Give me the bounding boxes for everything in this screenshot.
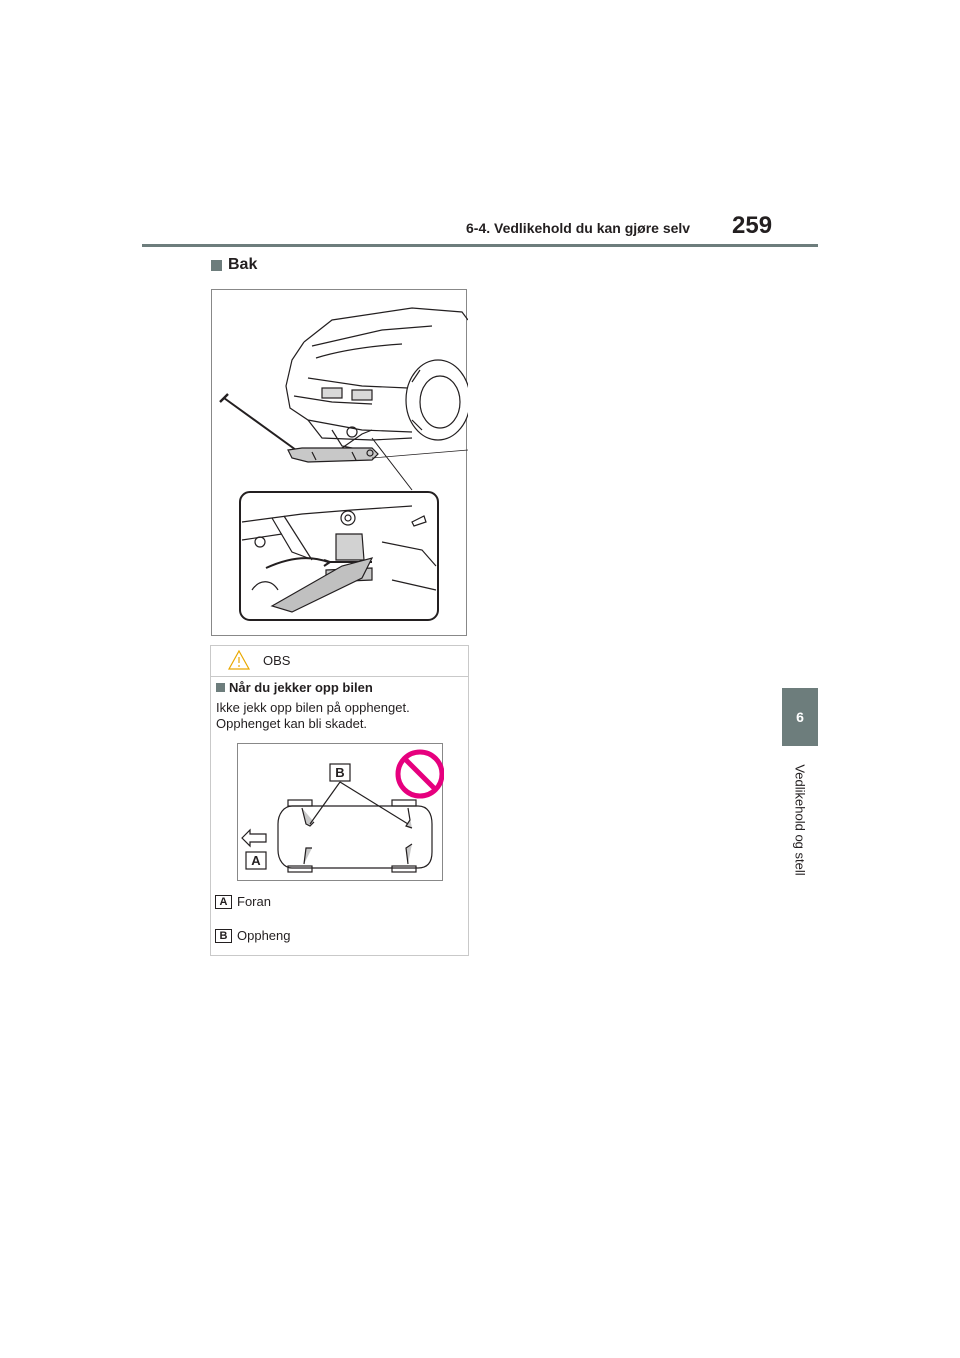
square-bullet-icon [211,259,222,271]
caution-subheading: Når du jekker opp bilen [216,680,373,695]
legend-key-b: B [215,928,232,943]
caution-text: Ikke jekk opp bilen på opphenget. Opphen… [216,700,410,731]
header-rule [142,244,818,247]
chapter-tab: 6 [782,688,818,746]
caution-subheading-text: Når du jekker opp bilen [229,680,373,695]
caution-header: OBS [211,646,468,677]
suspension-jacking-diagram: B A [237,743,445,881]
running-header-title: 6-4. Vedlikehold du kan gjøre selv [466,220,691,236]
section-heading: Bak [211,256,257,274]
caution-label: OBS [263,653,291,668]
square-bullet-icon [216,683,225,692]
callout-a: A [251,853,261,868]
legend-row-a: A Foran [215,894,271,909]
warning-triangle-icon [227,649,251,670]
section-heading-text: Bak [228,256,258,273]
legend-row-b: B Oppheng [215,928,291,943]
chapter-side-title: Vedlikehold og stell [792,764,808,876]
legend-text-b: Oppheng [237,928,291,943]
rear-jack-illustration [211,289,468,636]
legend-key-a: A [215,894,232,909]
page-number: 259 [732,212,773,239]
caution-box: OBS Når du jekker opp bilen Ikke jekk op… [210,645,469,956]
chapter-number: 6 [796,709,804,725]
callout-b: B [335,765,344,780]
legend-text-a: Foran [237,894,271,909]
